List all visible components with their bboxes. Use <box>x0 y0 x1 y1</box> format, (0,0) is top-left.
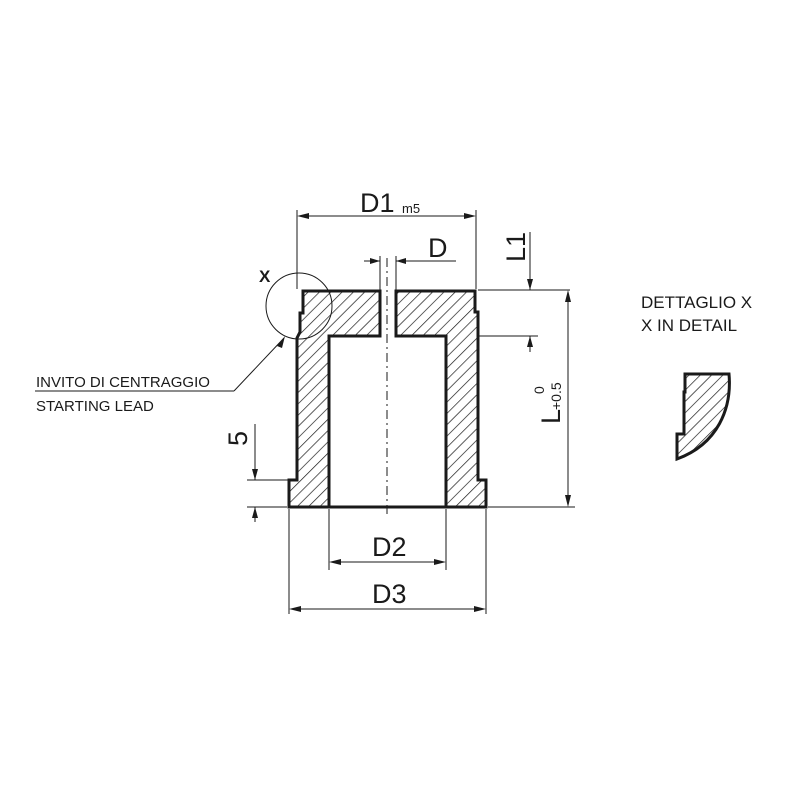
d3-dimension: D3 <box>288 509 487 614</box>
starting-lead-callout: INVITO DI CENTRAGGIO STARTING LEAD <box>35 336 285 415</box>
d-dimension: D <box>364 233 456 290</box>
starting-lead-note-line2: STARTING LEAD <box>36 398 154 415</box>
d2-dimension: D2 <box>328 509 447 570</box>
l1-label: L1 <box>501 232 531 262</box>
d1-label: D1 <box>360 188 395 218</box>
l-dimension: L 0 +0.5 <box>488 290 575 508</box>
collar-height-dimension: 5 <box>223 424 295 522</box>
detail-view-title-line2: X IN DETAIL <box>641 316 737 335</box>
detail-x-marker-label: X <box>259 267 271 286</box>
detail-view-section <box>677 374 730 459</box>
right-wall-outline <box>394 289 488 509</box>
d2-label: D2 <box>372 532 407 562</box>
left-wall-section <box>289 291 380 507</box>
d-label: D <box>428 233 448 263</box>
detail-x-marker: X <box>259 267 333 340</box>
starting-lead-note-line1: INVITO DI CENTRAGGIO <box>36 374 210 391</box>
d1-tolerance-label: m5 <box>402 201 420 216</box>
l-label: L <box>536 409 566 424</box>
l-tolerance-lower: +0.5 <box>548 382 564 410</box>
bushing-section <box>287 258 488 515</box>
detail-view-title-line1: DETTAGLIO X <box>641 293 752 312</box>
d3-label: D3 <box>372 579 407 609</box>
detail-view-outline <box>675 372 731 462</box>
right-wall-section <box>396 291 486 507</box>
d1-dimension: D1 m5 <box>296 188 477 289</box>
collar-height-label: 5 <box>223 431 253 446</box>
l1-dimension: L1 <box>478 232 570 352</box>
l-tolerance-upper: 0 <box>531 386 547 394</box>
detail-view: DETTAGLIO X X IN DETAIL <box>641 293 752 462</box>
